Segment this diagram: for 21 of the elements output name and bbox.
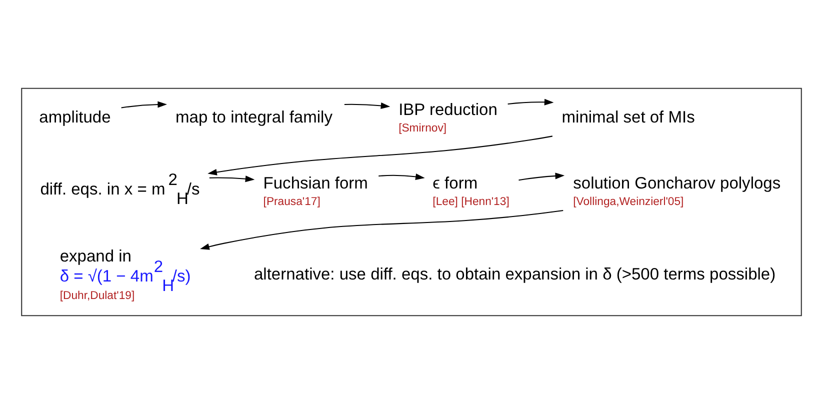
node-text: map to integral family [176, 106, 332, 126]
arrow [378, 173, 425, 180]
arrow [508, 98, 554, 105]
arrow [121, 100, 168, 108]
node-text: ϵ form [432, 172, 478, 192]
arrow [344, 102, 390, 108]
node-label: [Prausa'17] [263, 195, 320, 208]
arrow [209, 175, 255, 182]
node-text: Fuchsian form [263, 172, 368, 192]
node-text: IBP reduction [398, 100, 498, 119]
node-label: [Smirnov] [398, 122, 447, 134]
node-label: [Vollinga,Weinzierl'05] [573, 195, 684, 208]
node-label: [Lee] [Henn'13] [432, 195, 510, 208]
arrow [200, 210, 564, 250]
node-text: amplitude [39, 106, 111, 126]
cluster [21, 87, 802, 316]
label: alternative: use diff. eqs. to obtain expansion in δ (>500 terms possible) [254, 264, 776, 283]
node-text: minimal set of MIs [562, 106, 695, 126]
node-text: solution Goncharov polylogs [573, 172, 781, 192]
arrow [208, 135, 552, 175]
arrow [518, 172, 565, 180]
